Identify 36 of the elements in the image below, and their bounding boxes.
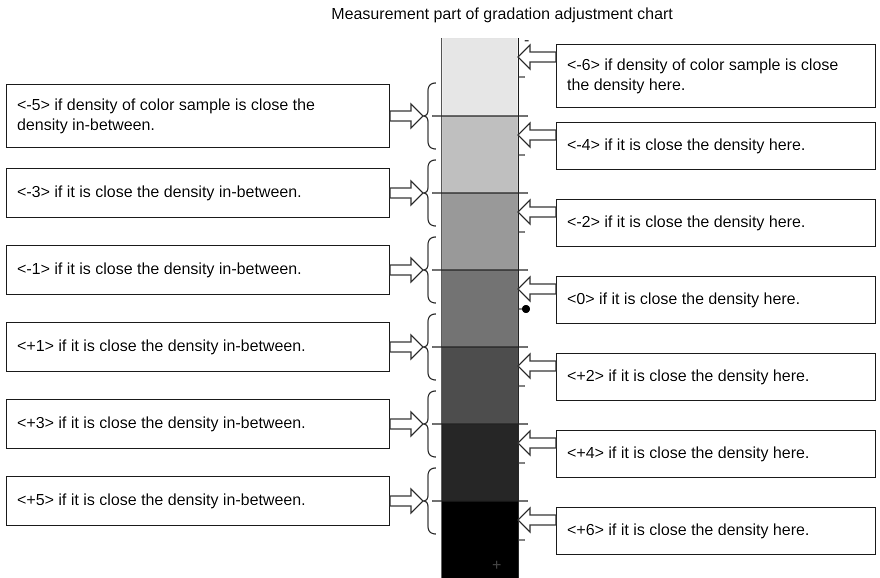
hollow-arrow [389, 102, 424, 130]
hollow-arrow [517, 275, 557, 303]
hollow-arrow [517, 43, 557, 71]
callout-box: <+1> if it is close the density in-between. [6, 322, 390, 372]
density-patch [441, 270, 519, 347]
plus-mark: + [492, 558, 502, 574]
callout-box: <+2> if it is close the density here. [556, 353, 876, 401]
hollow-arrow [389, 333, 424, 361]
hollow-arrow [389, 487, 424, 515]
callout-box: <-1> if it is close the density in-between. [6, 245, 390, 295]
hollow-arrow [517, 198, 557, 226]
hollow-arrow [389, 256, 424, 284]
density-patch [441, 193, 519, 270]
callout-box: <-6> if density of color sample is close the density here. [556, 44, 876, 108]
hollow-arrow [517, 352, 557, 380]
density-patch [441, 501, 519, 578]
hollow-arrow [517, 429, 557, 457]
callout-box: <-3> if it is close the density in-between. [6, 168, 390, 218]
density-patch [441, 424, 519, 501]
density-patch [441, 38, 519, 116]
callout-box: <-2> if it is close the density here. [556, 199, 876, 247]
callout-box: <+5> if it is close the density in-between. [6, 476, 390, 526]
minus-mark: - [524, 33, 530, 49]
callout-box: <-4> if it is close the density here. [556, 122, 876, 170]
hollow-arrow [517, 506, 557, 534]
callout-box: <+4> if it is close the density here. [556, 430, 876, 478]
callout-box: <-5> if density of color sample is close the density in-between. [6, 84, 390, 148]
density-patch [441, 347, 519, 424]
density-patch [441, 116, 519, 193]
callout-box: <0> if it is close the density here. [556, 276, 876, 324]
callout-box: <+3> if it is close the density in-between. [6, 399, 390, 449]
hollow-arrow [389, 410, 424, 438]
hollow-arrow [389, 179, 424, 207]
hollow-arrow [517, 121, 557, 149]
callout-box: <+6> if it is close the density here. [556, 507, 876, 555]
chart-title: Measurement part of gradation adjustment chart [330, 6, 674, 24]
